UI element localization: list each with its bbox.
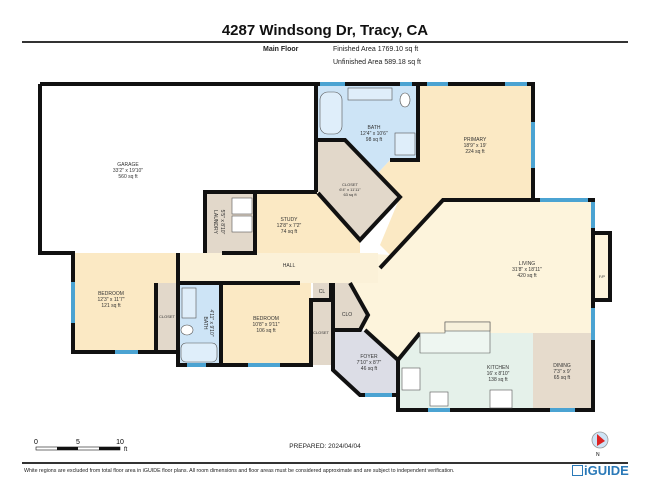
page-title: 4287 Windsong Dr, Tracy, CA — [221, 22, 429, 39]
svg-text:63 sq ft: 63 sq ft — [343, 192, 357, 197]
bedroom-2-label: BEDROOM — [253, 316, 279, 322]
kitchen-label: KITCHEN — [487, 365, 509, 371]
hall-label: HALL — [283, 263, 296, 269]
header-divider — [22, 41, 628, 43]
svg-text:7'3" x 9': 7'3" x 9' — [553, 369, 570, 375]
svg-text:12'8" x 7'2": 12'8" x 7'2" — [277, 223, 302, 229]
svg-text:10'8" x 9'11": 10'8" x 9'11" — [252, 322, 279, 328]
svg-text:0: 0 — [34, 439, 38, 446]
logo-text: iGUIDE — [584, 463, 629, 478]
svg-text:7'10" x 8'7": 7'10" x 8'7" — [357, 360, 382, 366]
room-closet-1 — [156, 283, 178, 352]
svg-text:12'3" x 11'7": 12'3" x 11'7" — [97, 297, 124, 303]
walls — [38, 82, 612, 412]
room-closet-2 — [311, 300, 331, 365]
fixtures — [180, 87, 513, 409]
laundry-label: LAUNDRY — [212, 210, 218, 234]
compass-icon: N — [591, 431, 609, 458]
study-label: STUDY — [281, 217, 299, 223]
svg-text:33'2" x 19'10": 33'2" x 19'10" — [113, 168, 143, 174]
svg-text:6'4" x 11'11": 6'4" x 11'11" — [339, 187, 361, 192]
svg-text:CLOSET: CLOSET — [159, 314, 176, 319]
svg-text:ft: ft — [124, 447, 128, 453]
svg-text:31'8" x 18'11": 31'8" x 18'11" — [512, 267, 542, 273]
svg-text:98 sq ft: 98 sq ft — [366, 137, 383, 143]
room-hall — [178, 253, 378, 283]
svg-text:106 sq ft: 106 sq ft — [256, 328, 276, 334]
svg-text:CLOSET: CLOSET — [313, 330, 330, 335]
svg-text:65 sq ft: 65 sq ft — [554, 375, 571, 381]
primary-label: PRIMARY — [464, 137, 487, 143]
svg-text:5'5" x 8'10": 5'5" x 8'10" — [219, 210, 225, 235]
room-dining — [533, 333, 593, 410]
svg-text:5: 5 — [76, 439, 80, 446]
garage-label: GARAGE — [117, 162, 139, 168]
living-label: LIVING — [519, 261, 536, 267]
room-bedroom-2 — [222, 283, 311, 365]
disclaimer: White regions are excluded from total fl… — [24, 468, 455, 474]
room-labels: GARAGE 33'2" x 19'10" 560 sq ft LAUNDRY … — [97, 125, 605, 383]
finished-area: Finished Area 1769.10 sq ft — [333, 46, 419, 53]
svg-text:18'9" x 19': 18'9" x 19' — [464, 143, 487, 149]
dining-label: DINING — [553, 363, 571, 369]
room-fireplace — [594, 233, 610, 300]
room-study — [255, 192, 360, 253]
svg-text:CLO: CLO — [342, 312, 352, 318]
prepared-date: PREPARED: 2024/04/04 — [289, 443, 361, 450]
svg-text:N: N — [596, 452, 600, 458]
svg-text:CLOSET: CLOSET — [342, 182, 359, 187]
svg-text:560 sq ft: 560 sq ft — [118, 174, 138, 180]
svg-text:4'11" x 9'10": 4'11" x 9'10" — [208, 309, 214, 336]
room-living — [178, 200, 593, 410]
svg-text:CL: CL — [319, 289, 326, 295]
logo-icon — [572, 465, 583, 476]
svg-text:138 sq ft: 138 sq ft — [488, 377, 508, 383]
room-garage — [40, 84, 318, 253]
scale-bar: 0 5 10 ft — [34, 439, 128, 453]
bath-1-label: BATH — [202, 317, 208, 330]
foyer-label: FOYER — [360, 354, 378, 360]
svg-text:10: 10 — [116, 439, 124, 446]
room-foyer — [333, 330, 398, 395]
floor-label: Main Floor — [263, 46, 299, 53]
svg-text:121 sq ft: 121 sq ft — [101, 303, 121, 309]
svg-text:224 sq ft: 224 sq ft — [465, 149, 485, 155]
windows — [40, 82, 595, 412]
svg-text:46 sq ft: 46 sq ft — [361, 366, 378, 372]
iguide-logo: iGUIDE — [572, 463, 629, 478]
unfinished-area: Unfinished Area 589.18 sq ft — [333, 59, 421, 66]
svg-text:16' x 8'10": 16' x 8'10" — [487, 371, 510, 377]
footer-divider — [22, 462, 628, 464]
bedroom-1-label: BEDROOM — [98, 291, 124, 297]
svg-text:12'4" x 10'6": 12'4" x 10'6" — [360, 131, 388, 137]
svg-text:420 sq ft: 420 sq ft — [517, 273, 537, 279]
bath-2-label: BATH — [368, 125, 381, 131]
svg-text:74 sq ft: 74 sq ft — [281, 229, 298, 235]
svg-text:F/P: F/P — [599, 274, 606, 279]
room-primary — [376, 85, 533, 255]
room-cl — [313, 283, 331, 299]
room-clo — [333, 283, 368, 330]
